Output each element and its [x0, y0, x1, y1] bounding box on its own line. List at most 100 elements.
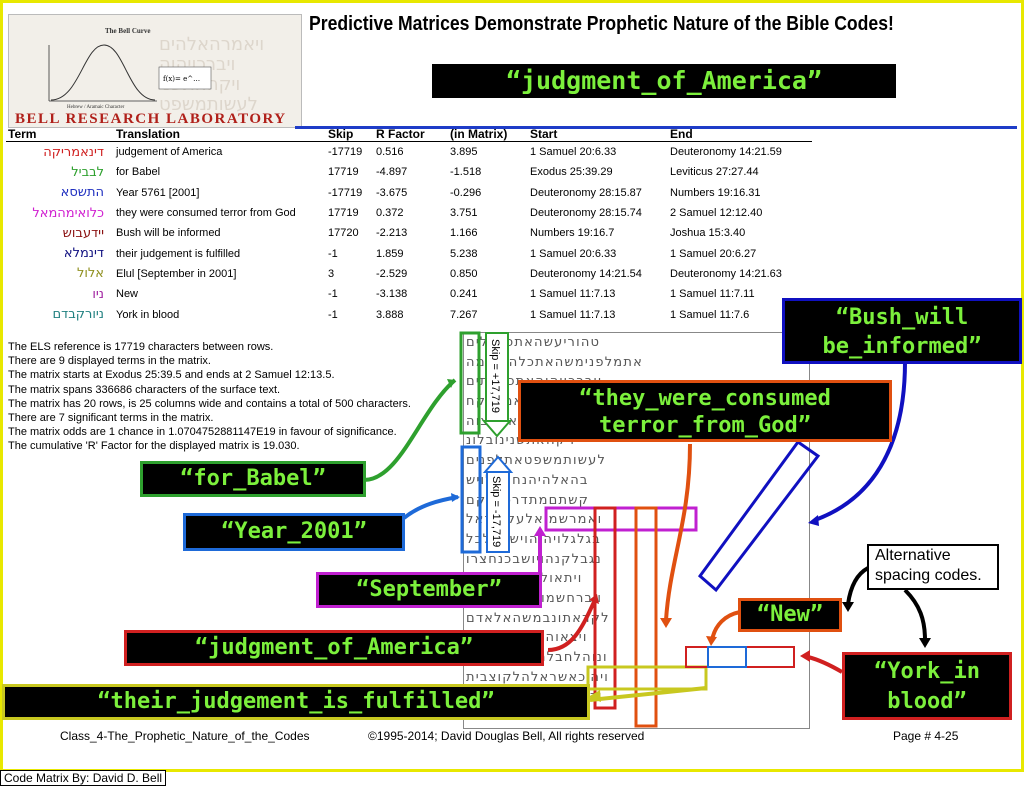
- term-end: Deuteronomy 14:21.63: [670, 267, 782, 280]
- callout-bush: “Bush_will be_informed”: [782, 298, 1022, 364]
- year-arrow: [402, 495, 459, 520]
- term-start: Exodus 25:39.29: [530, 166, 613, 179]
- term-hebrew: לבביל: [71, 164, 104, 180]
- headline-label: “judgment_of_America”: [432, 64, 896, 98]
- stat-line: There are 9 displayed terms in the matri…: [8, 355, 211, 368]
- term-start: 1 Samuel 20:6.33: [530, 146, 617, 159]
- term-hebrew: דינאמריקה: [43, 144, 104, 160]
- judgment-column-highlight: [593, 506, 617, 710]
- term-rfactor: -4.897: [376, 166, 408, 179]
- callout-consumed: “they_were_consumed terror_from_God”: [518, 380, 892, 442]
- skip-minus-label: Skip = -17,719: [490, 476, 502, 547]
- babel-arrowhead-icon: [447, 379, 455, 388]
- term-end: 2 Samuel 12:12.40: [670, 207, 763, 220]
- term-end: 1 Samuel 20:6.27: [670, 247, 757, 260]
- stat-line: The matrix has 20 rows, is 25 columns wi…: [8, 397, 411, 410]
- slide-frame: [0, 0, 1024, 772]
- header-end: End: [668, 127, 812, 142]
- babel-arrow: [363, 378, 457, 482]
- term-translation: their judgement is fulfilled: [116, 247, 241, 260]
- stat-line: There are 7 significant terms in the mat…: [8, 412, 214, 425]
- year-arrowhead-icon: [451, 493, 460, 502]
- callout-babel: “for_Babel”: [140, 461, 366, 497]
- september-arrowhead-icon: [534, 526, 546, 536]
- header-in-matrix: (in Matrix): [448, 127, 528, 142]
- term-rfactor: 1.859: [376, 247, 404, 260]
- term-in-matrix: 3.751: [450, 207, 478, 220]
- term-in-matrix: -0.296: [450, 186, 482, 199]
- alt-arrowhead-icon-1: [842, 602, 854, 612]
- judgment-arrowhead-icon: [589, 594, 599, 604]
- matrix-row: אתמלפנימשהאתכלהתרומה: [466, 354, 643, 370]
- header-term: Term: [6, 127, 114, 142]
- alt-arrow-2: [903, 588, 927, 641]
- term-translation: New: [116, 288, 139, 301]
- september-highlight: [544, 506, 698, 532]
- term-hebrew: יידעבוש: [62, 225, 104, 241]
- footer-copyright: ©1995-2014; David Douglas Bell, All righ…: [368, 729, 645, 743]
- header-translation: Translation: [114, 127, 326, 142]
- svg-text:f(x)= e^…: f(x)= e^…: [163, 75, 200, 83]
- term-start: Deuteronomy 28:15.74: [530, 207, 642, 220]
- term-skip: 3: [328, 267, 335, 280]
- skip-minus-arrow-icon: [482, 455, 514, 473]
- term-rfactor: 0.372: [376, 207, 404, 220]
- babel-column-highlight: [459, 331, 481, 435]
- fulfilled-arrow: [589, 686, 707, 702]
- stat-line: The ELS reference is 17719 characters be…: [8, 341, 274, 353]
- new-arrowhead-icon: [706, 636, 717, 646]
- table-row: דינמלא their judgement is fulfilled -1 1.85…: [6, 243, 812, 263]
- term-start: Deuteronomy 28:15.87: [530, 186, 642, 199]
- bush-diagonal-highlight: [697, 439, 821, 593]
- stat-line: The matrix starts at Exodus 25:39.5 and …: [8, 369, 335, 382]
- bush-arrow: [814, 361, 907, 522]
- term-end: 1 Samuel 11:7.6: [670, 308, 750, 321]
- term-in-matrix: 3.895: [450, 146, 478, 159]
- skip-plus-arrow-icon: [481, 420, 513, 438]
- fulfilled-highlight: [586, 665, 708, 691]
- stat-line: The matrix spans 336686 characters of th…: [8, 383, 281, 396]
- bell-curve-icon: f(x)= e^…: [48, 44, 212, 102]
- term-skip: -1: [328, 247, 338, 260]
- callout-judgment: “judgment_of_America”: [124, 630, 544, 666]
- callout-september: “September”: [316, 572, 542, 608]
- logo-chart-title: The Bell Curve: [105, 27, 151, 35]
- york-highlight: [685, 646, 795, 668]
- york-arrow: [807, 655, 844, 674]
- term-hebrew: ניו: [92, 286, 104, 302]
- footer-course: Class_4-The_Prophetic_Nature_of_the_Code…: [60, 729, 310, 743]
- term-in-matrix: 1.166: [450, 227, 478, 240]
- term-hebrew: ניורקבדם: [52, 307, 104, 323]
- term-skip: -17719: [328, 186, 363, 199]
- header-rfactor: R Factor: [374, 127, 448, 142]
- term-rfactor: 3.888: [376, 308, 404, 321]
- term-end: 1 Samuel 11:7.11: [670, 288, 755, 301]
- matrix-row: ויהיכאשראלהלקוצבית: [466, 669, 609, 685]
- york-arrowhead-icon: [800, 650, 810, 662]
- stat-line: The cumulative 'R' Factor for the displa…: [8, 440, 300, 453]
- term-skip: -1: [328, 288, 338, 301]
- term-skip: 17719: [328, 166, 359, 179]
- term-in-matrix: 7.267: [450, 308, 478, 321]
- term-rfactor: -2.213: [376, 227, 408, 240]
- term-hebrew: דינמלא: [63, 246, 104, 262]
- callout-new: “New”: [738, 598, 842, 632]
- term-translation: for Babel: [116, 166, 161, 179]
- term-rfactor: -2.529: [376, 267, 408, 280]
- term-translation: Elul [September in 2001]: [116, 267, 237, 280]
- term-start: 1 Samuel 11:7.13: [530, 308, 616, 321]
- fulfilled-arrowhead-icon: [588, 690, 601, 702]
- term-translation: they were consumed terror from God: [116, 207, 296, 220]
- matrix-row: נגבלקנהויושבכנחצרו: [466, 551, 602, 567]
- terms-table: Term Translation Skip R Factor (in Matri…: [6, 127, 812, 325]
- term-end: Numbers 19:16.31: [670, 186, 761, 199]
- header-skip: Skip: [326, 127, 374, 142]
- term-rfactor: -3.675: [376, 186, 408, 199]
